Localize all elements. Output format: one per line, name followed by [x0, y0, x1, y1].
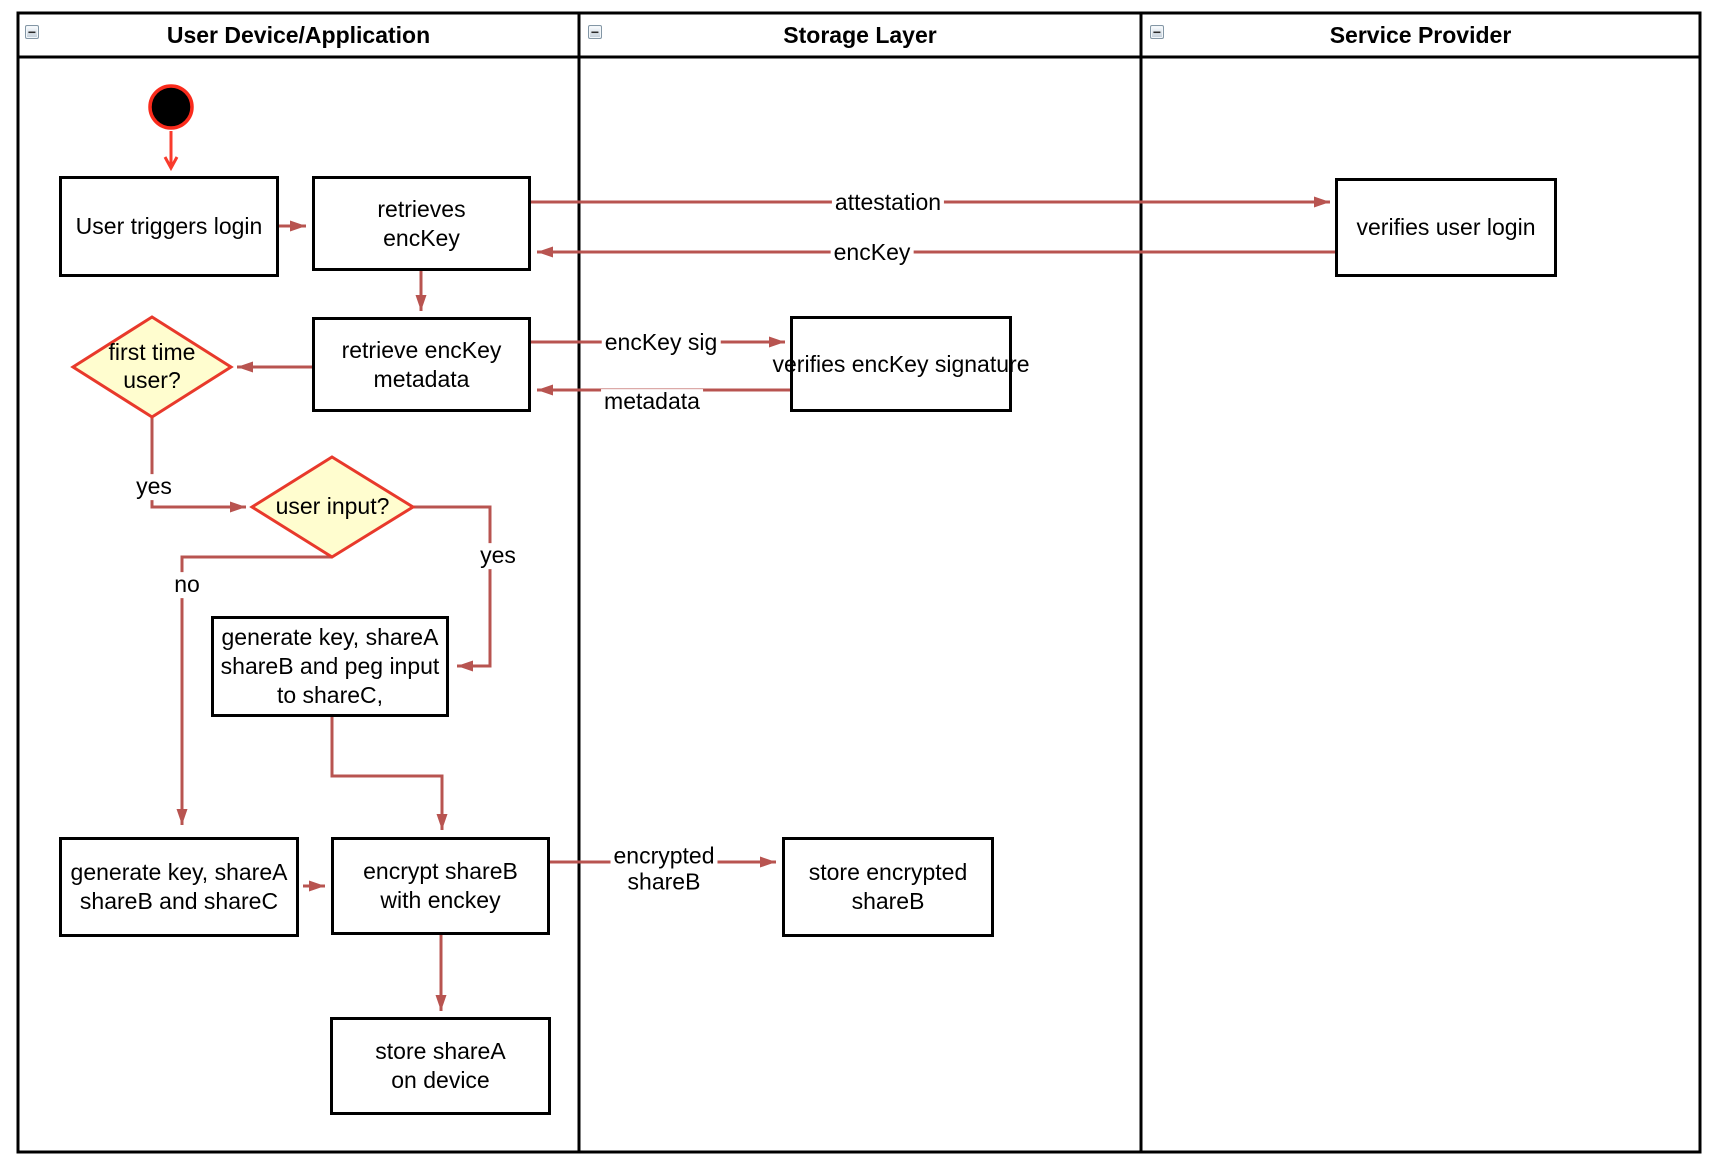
lane-header-storage-layer: Storage Layer: [579, 13, 1141, 57]
node-user-triggers-login[interactable]: User triggers login: [59, 176, 279, 277]
node-label: retrieve encKey metadata: [341, 336, 502, 392]
lane-header-user-device: User Device/Application: [18, 13, 579, 57]
collapse-lane-user-device-button[interactable]: −: [25, 25, 39, 39]
edge-label-attestation: attestation: [831, 189, 945, 216]
node-verifies-enckey-signature[interactable]: verifies encKey signature: [773, 316, 1029, 412]
node-label: verifies encKey signature: [772, 350, 1030, 377]
node-label: generate key, shareA shareB and shareC: [70, 859, 288, 914]
edge-yes-to-peginput: [413, 505, 492, 672]
node-label: encrypt shareB with enckey: [363, 858, 518, 913]
edge-label-metadata: metadata: [601, 388, 703, 415]
decision-user-input-label: user input?: [275, 493, 390, 520]
lane-header-service-provider: Service Provider: [1141, 13, 1700, 57]
start-node[interactable]: [148, 84, 194, 130]
node-generate-key-sharec[interactable]: generate key, shareA shareB and shareC: [59, 837, 299, 937]
decision-first-time-user-label: first time user?: [108, 339, 196, 393]
edge-peginput-to-encrypt: [330, 717, 448, 830]
collapse-lane-service-provider-button[interactable]: −: [1150, 25, 1164, 39]
node-encrypt-shareb[interactable]: encrypt shareB with enckey: [331, 837, 550, 935]
lane-title: Service Provider: [1329, 21, 1512, 48]
node-verifies-user-login[interactable]: verifies user login: [1335, 178, 1557, 277]
node-store-encrypted-shareb[interactable]: store encrypted shareB: [782, 837, 994, 937]
edge-label-yes-user-input: yes: [477, 542, 519, 569]
node-retrieve-enckey-metadata[interactable]: retrieve encKey metadata: [312, 317, 531, 412]
collapse-lane-storage-layer-button[interactable]: −: [588, 25, 602, 39]
edge-label-no-user-input: no: [171, 571, 203, 598]
node-label: store shareA on device: [375, 1038, 506, 1093]
edge-no-to-generate: [176, 555, 332, 825]
edge-label-encrypted-shareb: encrypted shareB: [610, 842, 718, 895]
node-store-sharea[interactable]: store shareA on device: [330, 1017, 551, 1115]
node-label: retrieves encKey: [377, 195, 466, 251]
decision-first-time-user[interactable]: [70, 315, 234, 419]
decision-user-input[interactable]: [249, 455, 416, 559]
edge-label-enckey: encKey: [830, 239, 914, 266]
node-retrieves-enckey[interactable]: retrieves encKey: [312, 176, 531, 271]
edge-label-enckey-sig: encKey sig: [601, 329, 721, 356]
node-label: store encrypted shareB: [808, 859, 968, 914]
lane-title: User Device/Application: [166, 21, 431, 48]
pool-border: [16, 11, 1702, 1154]
edge-yes-to-userinput: [150, 417, 246, 513]
edge-label-yes-first-time: yes: [133, 473, 175, 500]
node-label: generate key, shareA shareB and peg inpu…: [220, 624, 440, 708]
node-generate-key-peg-input[interactable]: generate key, shareA shareB and peg inpu…: [211, 616, 449, 717]
node-label: verifies user login: [1356, 214, 1536, 241]
node-label: User triggers login: [75, 213, 263, 240]
lane-title: Storage Layer: [783, 21, 937, 48]
